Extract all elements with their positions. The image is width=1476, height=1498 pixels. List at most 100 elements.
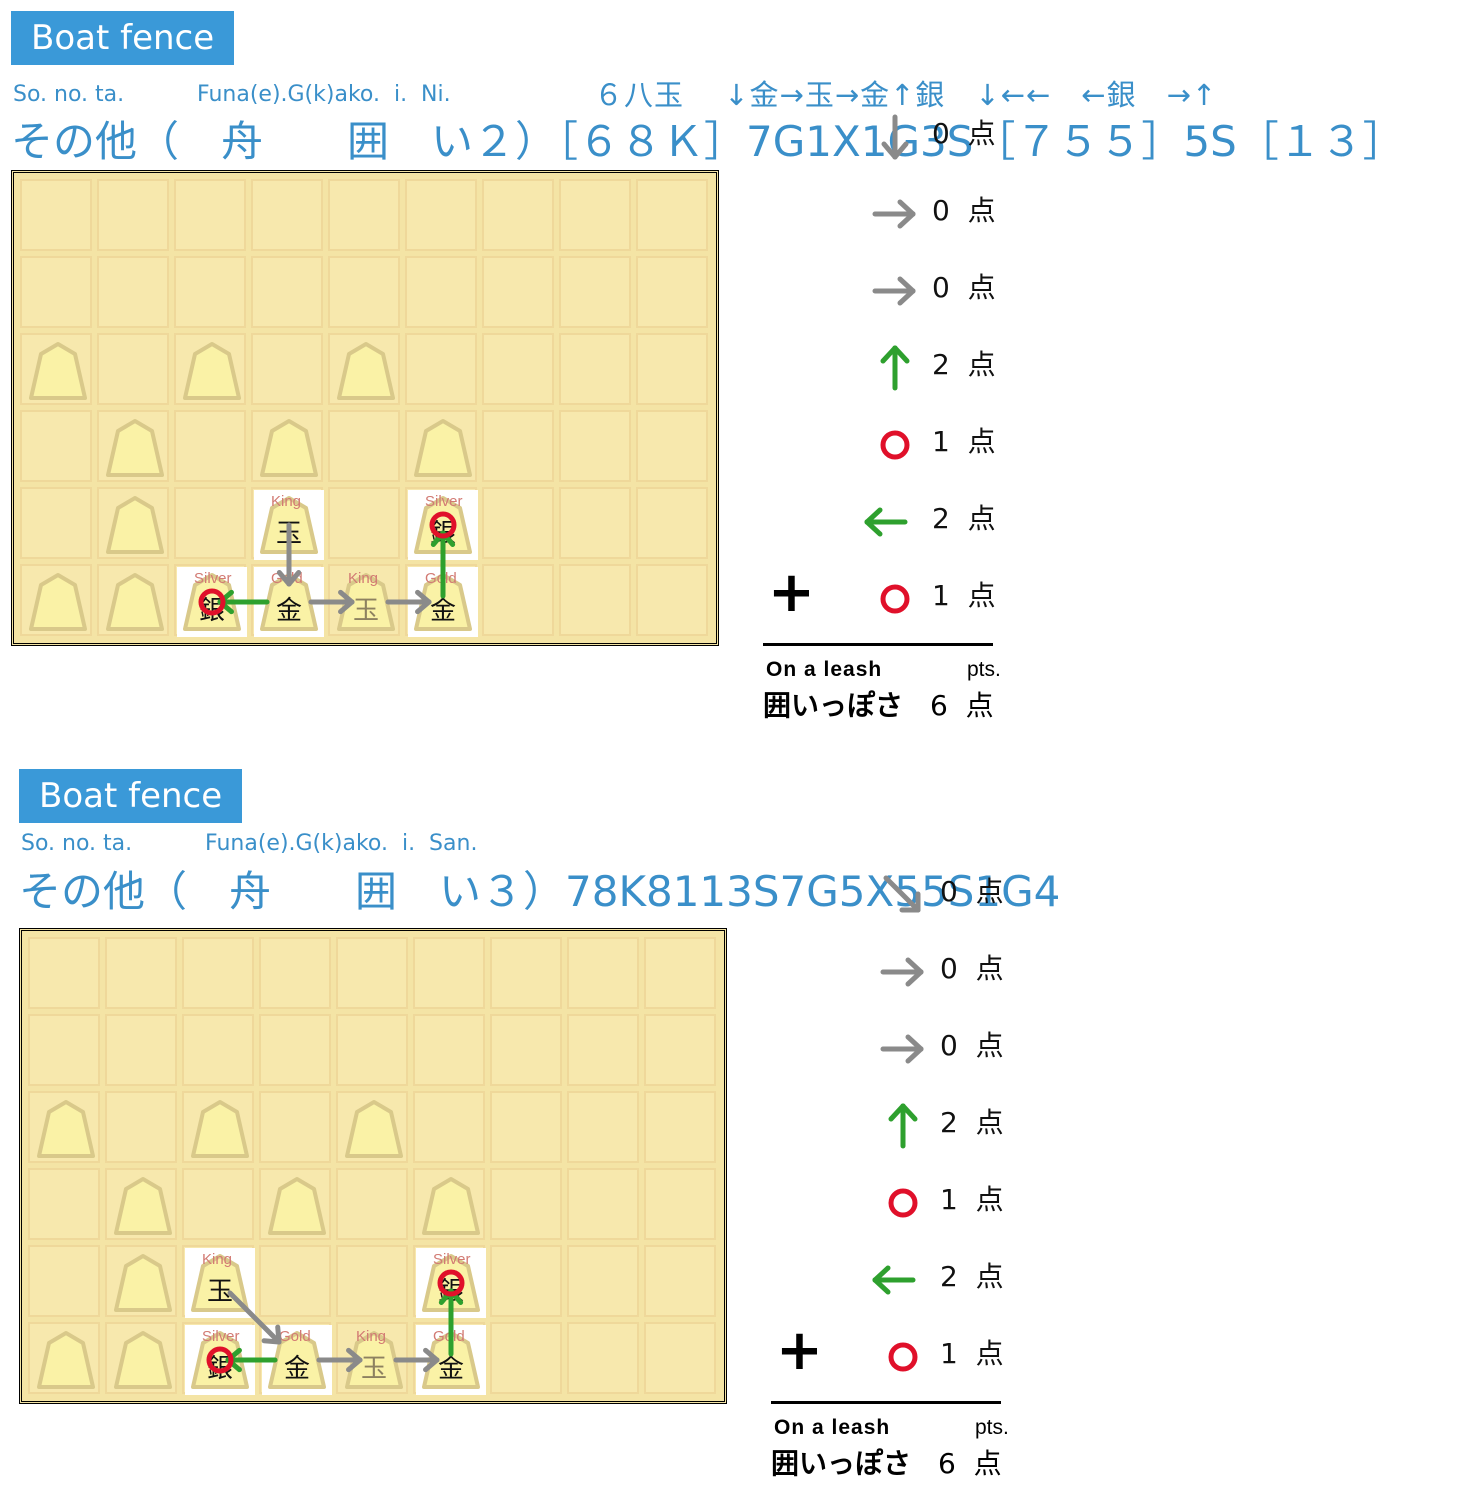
right-arrow-icon <box>880 957 924 987</box>
pawn-shape-icon <box>37 1100 95 1158</box>
down-right-arrow-icon <box>883 875 921 913</box>
score-row: 1 点 <box>940 1332 1004 1372</box>
move-arrow-right <box>316 1347 363 1373</box>
board-square <box>644 1322 716 1394</box>
score-unit: 点 <box>975 1029 1004 1062</box>
sum-divider <box>763 643 993 646</box>
total-value: 6 点 <box>938 1447 1002 1480</box>
total-value: 6 点 <box>930 689 994 722</box>
board-square <box>559 179 631 251</box>
score-value: 0 <box>940 875 958 908</box>
board-square <box>328 410 400 482</box>
board-square <box>328 487 400 559</box>
gold-piece-kanji: 金 <box>276 596 303 626</box>
left-arrow-icon <box>872 1265 916 1295</box>
circle-icon <box>880 584 910 614</box>
romaji-line-b: Funa(e).G(k)ako. i. Ni. <box>197 82 451 107</box>
pts-label: pts. <box>975 1416 1009 1439</box>
score-row: 0 点 <box>932 112 996 152</box>
score-row: 0 点 <box>932 189 996 229</box>
shogi-board: King玉Silver銀Gold金King玉Gold金Silver銀 <box>19 928 727 1404</box>
right-arrow-icon <box>872 199 916 229</box>
board-square <box>482 564 554 636</box>
king-piece-label: King <box>348 570 379 587</box>
board-square <box>28 937 100 1009</box>
king-piece-kanji: 玉 <box>361 1354 388 1384</box>
board-square <box>174 410 246 482</box>
board-square <box>259 937 331 1009</box>
category-tag: Boat fence <box>11 11 235 65</box>
board-square <box>636 564 708 636</box>
board-square <box>28 1245 100 1317</box>
score-value: 2 <box>932 502 950 535</box>
board-square <box>559 487 631 559</box>
pawn-shape-icon <box>345 1100 403 1158</box>
score-unit: 点 <box>975 952 1004 985</box>
right-arrow-icon <box>872 276 916 306</box>
score-value: 2 <box>940 1106 958 1139</box>
score-value: 0 <box>940 1029 958 1062</box>
board-square <box>490 1014 562 1086</box>
board-square <box>482 333 554 405</box>
king-piece-label: King <box>356 1328 387 1345</box>
silver-piece-label: Silver <box>194 570 232 587</box>
board-square <box>482 179 554 251</box>
board-square <box>490 1322 562 1394</box>
board-square <box>482 256 554 328</box>
plus-sign: + <box>768 560 815 625</box>
board-square <box>336 1168 408 1240</box>
circle-icon <box>888 1342 918 1372</box>
board-square <box>636 179 708 251</box>
move-arrow-right <box>308 589 355 615</box>
score-row: 2 点 <box>932 343 996 383</box>
castle-panel-2: Boat fence So. no. ta. Funa(e).G(k)ako. … <box>0 758 1476 1498</box>
castle-title: その他（ 舟 囲 い３）78K8113S7G5X55S1G4 <box>19 867 1061 916</box>
board-square <box>328 179 400 251</box>
board-square <box>174 256 246 328</box>
silver-piece-label: Silver <box>433 1251 471 1268</box>
score-value: 2 <box>940 1260 958 1293</box>
shogi-board: King玉Silver銀Gold金King玉Gold金Silver銀 <box>11 170 719 646</box>
pawn-shape-icon <box>191 1100 249 1158</box>
pawn-shape-icon <box>106 419 164 477</box>
score-row: 2 点 <box>940 1255 1004 1295</box>
total-label: 囲いっぽさ <box>763 689 904 722</box>
pawn-shape-icon <box>414 573 472 631</box>
score-value: 1 <box>940 1183 958 1216</box>
board-square <box>490 1091 562 1163</box>
move-arrow-right <box>393 1347 440 1373</box>
pawn-shape-icon <box>268 1331 326 1389</box>
up-arrow-icon <box>888 1103 918 1149</box>
board-square <box>259 1014 331 1086</box>
board-square <box>97 256 169 328</box>
plus-sign: + <box>776 1318 823 1383</box>
score-row: 0 点 <box>940 947 1004 987</box>
board-square <box>636 333 708 405</box>
board-square <box>174 487 246 559</box>
up-arrow-icon <box>880 345 910 391</box>
board-square <box>644 1091 716 1163</box>
pawn-shape-icon <box>106 496 164 554</box>
pts-label: pts. <box>967 658 1001 681</box>
score-unit: 点 <box>967 502 996 535</box>
board-square <box>336 937 408 1009</box>
king-piece-label: King <box>271 493 302 510</box>
score-row: 1 点 <box>932 574 996 614</box>
board-square <box>28 1168 100 1240</box>
board-square <box>405 256 477 328</box>
move-arrow-down <box>276 522 302 587</box>
score-unit: 点 <box>967 194 996 227</box>
score-value: 1 <box>932 579 950 612</box>
board-square <box>251 179 323 251</box>
total-label: 囲いっぽさ <box>771 1447 912 1480</box>
romaji-line-a: So. no. ta. <box>21 831 133 856</box>
board-square <box>20 179 92 251</box>
board-square <box>636 487 708 559</box>
board-square <box>28 1014 100 1086</box>
pawn-shape-icon <box>422 1177 480 1235</box>
gold-piece-kanji: 金 <box>438 1354 465 1384</box>
romaji-line-a: So. no. ta. <box>13 82 125 107</box>
left-arrow-icon <box>864 507 908 537</box>
score-value: 1 <box>940 1337 958 1370</box>
